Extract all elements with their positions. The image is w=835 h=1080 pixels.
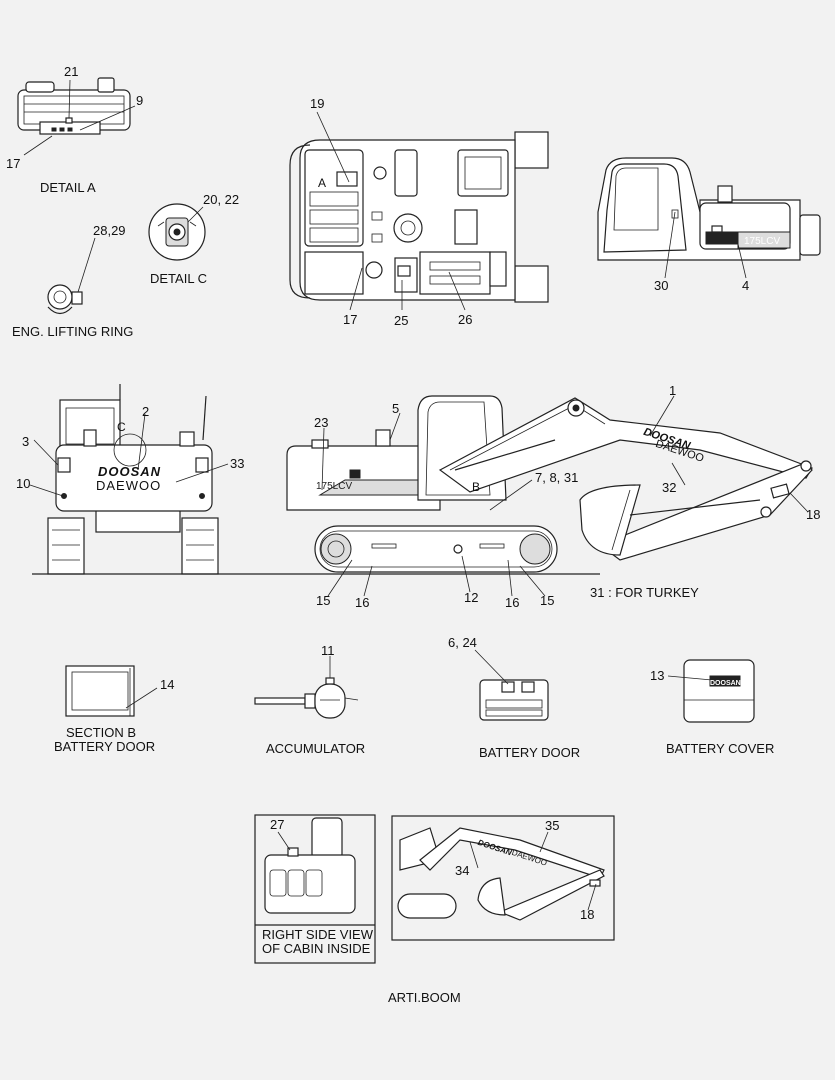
callout-7-8-31: 7, 8, 31 — [535, 470, 579, 485]
battery-cover-drawing — [667, 659, 755, 723]
caption-battery-cover: BATTERY COVER — [666, 741, 775, 756]
callout-18-arti: 18 — [580, 907, 595, 922]
side-model-decal: 175LCV — [744, 236, 781, 247]
callout-18-main: 18 — [806, 507, 821, 522]
cabin-inside-frame — [254, 814, 376, 964]
caption-accumulator: ACCUMULATOR — [266, 741, 366, 756]
callout-28-29: 28,29 — [93, 223, 126, 238]
decal-marker-a: A — [318, 176, 327, 190]
callout-13: 13 — [650, 668, 665, 683]
callout-10: 10 — [16, 476, 31, 491]
callout-27: 27 — [270, 817, 285, 832]
callout-20-22: 20, 22 — [203, 192, 240, 207]
caption-for-turkey: 31 : FOR TURKEY — [590, 585, 699, 600]
section-b-drawing — [65, 665, 158, 717]
decal-marker-c: C — [117, 420, 126, 434]
detail-a-drawing — [17, 77, 136, 156]
callout-21: 21 — [64, 64, 79, 79]
caption-arti-boom: ARTI.BOOM — [388, 990, 461, 1005]
caption-eng-lifting-ring: ENG. LIFTING RING — [12, 324, 134, 339]
callout-32: 32 — [662, 480, 677, 495]
caption-battery-door: BATTERY DOOR — [479, 745, 581, 760]
callout-23: 23 — [314, 415, 329, 430]
callout-2: 2 — [142, 404, 150, 419]
callout-5: 5 — [392, 401, 400, 416]
callout-15-left: 15 — [316, 593, 331, 608]
callout-14: 14 — [160, 677, 175, 692]
rear-doosan-decal: DOOSAN — [98, 464, 162, 479]
decal-marker-b: B — [472, 480, 481, 494]
callout-6-24: 6, 24 — [448, 635, 477, 650]
lifting-ring-drawing — [47, 237, 96, 315]
callout-26: 26 — [458, 312, 473, 327]
callout-35: 35 — [545, 818, 560, 833]
callout-3: 3 — [22, 434, 30, 449]
callout-1: 1 — [669, 383, 677, 398]
battery-door-drawing — [474, 649, 549, 721]
callout-11: 11 — [321, 643, 335, 658]
caption-section-b-battery-door: BATTERY DOOR — [54, 739, 156, 754]
caption-detail-a: DETAIL A — [40, 180, 96, 195]
top-view-drawing — [289, 111, 549, 311]
caption-section-b: SECTION B — [66, 725, 137, 740]
callout-19: 19 — [310, 96, 325, 111]
callout-15-right: 15 — [540, 593, 555, 608]
callout-12: 12 — [464, 590, 479, 605]
side-view-drawing — [597, 157, 821, 279]
caption-detail-c: DETAIL C — [150, 271, 208, 286]
caption-right-side-view: RIGHT SIDE VIEW — [262, 927, 373, 942]
rear-view-drawing — [29, 384, 229, 575]
arti-boom-frame — [391, 815, 615, 941]
battery-cover-decal: DOOSAN — [710, 680, 741, 687]
callout-16-right: 16 — [505, 595, 520, 610]
callout-17-detail-a: 17 — [6, 156, 21, 171]
callout-30: 30 — [654, 278, 669, 293]
callout-9: 9 — [136, 93, 144, 108]
detail-c-drawing — [148, 203, 206, 261]
caption-of-cabin-inside: OF CABIN INSIDE — [262, 941, 371, 956]
accumulator-drawing — [254, 656, 359, 719]
callout-34: 34 — [455, 863, 470, 878]
callout-33: 33 — [230, 456, 245, 471]
callout-4: 4 — [742, 278, 750, 293]
callout-16-left: 16 — [355, 595, 370, 610]
callout-25: 25 — [394, 313, 409, 328]
main-model-decal: 175LCV — [316, 481, 353, 492]
main-excavator-drawing — [32, 395, 813, 597]
rear-daewoo-decal: DAEWOO — [96, 478, 162, 493]
callout-17-top: 17 — [343, 312, 358, 327]
